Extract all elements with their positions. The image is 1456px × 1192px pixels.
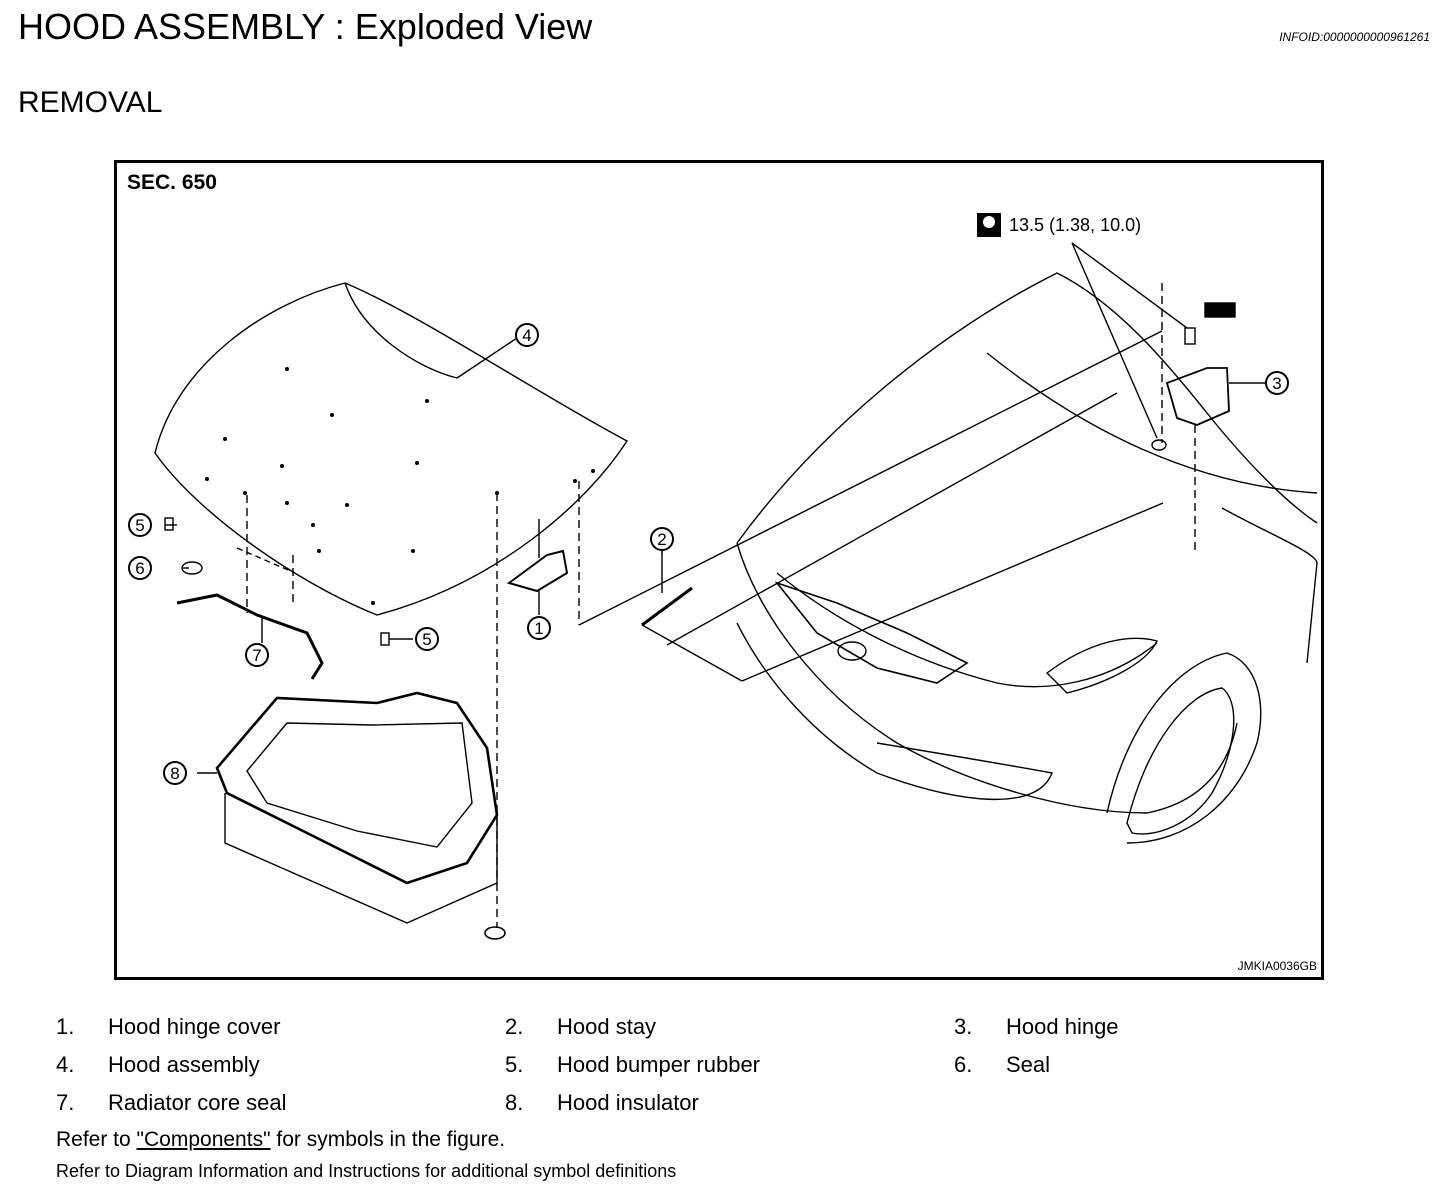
exploded-view-drawing xyxy=(154,242,1318,940)
legend-number: 6. xyxy=(954,1052,973,1077)
callout-5-upper-text: 5 xyxy=(135,516,144,535)
callout-8: 8 xyxy=(163,761,187,785)
components-link[interactable]: "Components" xyxy=(136,1128,271,1151)
note-suffix: for symbols in the figure. xyxy=(270,1128,506,1151)
legend-label: Hood bumper rubber xyxy=(557,1052,761,1077)
legend-number: 2. xyxy=(505,1014,524,1039)
hood-hinge xyxy=(1165,367,1230,426)
car-hood-outline xyxy=(736,272,1318,544)
callout-5-upper: 5 xyxy=(128,513,152,537)
callout-1-text: 1 xyxy=(534,619,543,638)
legend-number: 8. xyxy=(505,1090,524,1115)
callout-1: 1 xyxy=(527,616,551,640)
callout-8-text: 8 xyxy=(170,764,179,783)
callout-5-lower-text: 5 xyxy=(422,630,431,649)
legend-label: Seal xyxy=(1006,1052,1051,1077)
legend-row: 1. Hood hinge cover 2. Hood stay 3. Hood… xyxy=(56,1014,1416,1050)
legend-label: Radiator core seal xyxy=(108,1090,287,1115)
callout-2-text: 2 xyxy=(657,530,666,549)
figure-id: JMKIA0036GB xyxy=(1237,959,1317,973)
callout-7: 7 xyxy=(245,643,269,667)
torque-wrench-icon xyxy=(977,213,1001,237)
car-wheel-arch xyxy=(1106,652,1262,844)
legend-row: 4. Hood assembly 5. Hood bumper rubber 6… xyxy=(56,1052,1416,1088)
components-note: Refer to "Components" for symbols in the… xyxy=(56,1128,505,1152)
legend-label: Hood stay xyxy=(557,1014,657,1039)
legend-label: Hood hinge cover xyxy=(108,1014,281,1039)
exploded-view-figure: SEC. 650 13.5 (1.38, 10.0) 4 3 2 5 6 7 xyxy=(114,160,1324,980)
legend-number: 5. xyxy=(505,1052,524,1077)
car-grille xyxy=(774,581,969,684)
callout-6-text: 6 xyxy=(135,559,144,578)
car-headlight xyxy=(1045,637,1158,694)
legend-number: 1. xyxy=(56,1014,75,1039)
hood-mount-holes xyxy=(205,367,595,605)
info-id: INFOID:0000000000961261 xyxy=(1279,30,1430,44)
callout-2: 2 xyxy=(650,527,674,551)
callout-7-text: 7 xyxy=(252,646,261,665)
callout-5-lower: 5 xyxy=(415,627,439,651)
legend-label: Hood assembly xyxy=(108,1052,260,1077)
hood-front-edge xyxy=(344,282,458,379)
torque-value: 13.5 (1.38, 10.0) xyxy=(1009,214,1142,235)
legend-number: 3. xyxy=(954,1014,973,1039)
legend-number: 7. xyxy=(56,1090,75,1115)
hinge-bolt xyxy=(1184,327,1196,345)
callout-3-text: 3 xyxy=(1272,374,1281,393)
callout-layer: 4 3 2 5 6 7 5 1 xyxy=(128,323,1289,785)
callout-3: 3 xyxy=(1265,371,1289,395)
section-heading: REMOVAL xyxy=(18,86,163,119)
torque-spec: 13.5 (1.38, 10.0) xyxy=(977,213,1141,237)
hinge-tool-icon xyxy=(1204,302,1236,318)
callout-6: 6 xyxy=(128,556,152,580)
callout-4-text: 4 xyxy=(522,326,531,345)
diagram-info-note: Refer to Diagram Information and Instruc… xyxy=(56,1161,677,1181)
callout-4: 4 xyxy=(515,323,539,347)
radiator-core-seal xyxy=(176,593,324,680)
hood-hinge-cover xyxy=(506,549,569,593)
legend-row: 7. Radiator core seal 8. Hood insulator xyxy=(56,1090,1416,1126)
hood-panel xyxy=(154,282,629,616)
legend-number: 4. xyxy=(56,1052,75,1077)
legend-label: Hood hinge xyxy=(1006,1014,1119,1039)
section-number-label: SEC. 650 xyxy=(127,171,217,194)
page-title: HOOD ASSEMBLY : Exploded View xyxy=(18,6,593,47)
legend-label: Hood insulator xyxy=(557,1090,699,1115)
note-prefix: Refer to xyxy=(56,1128,137,1151)
